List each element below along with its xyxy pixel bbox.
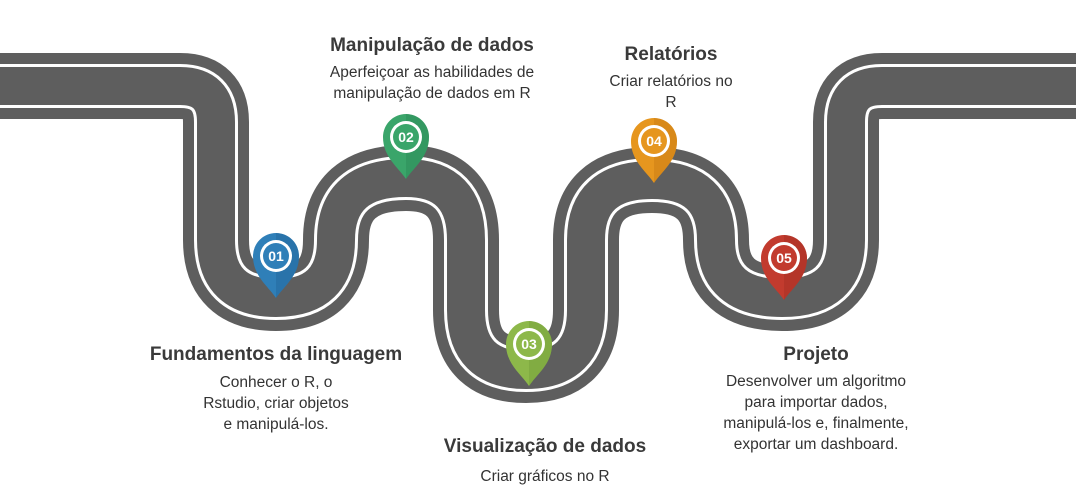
milestone-description: Aperfeiçoar as habilidades de manipulaçã… bbox=[272, 62, 592, 104]
description-line: R bbox=[665, 94, 677, 111]
milestone-number: 04 bbox=[646, 133, 662, 149]
description-line: Rstudio, criar objetos bbox=[203, 395, 349, 412]
milestone-description: Conhecer o R, o Rstudio, criar objetos e… bbox=[118, 372, 434, 435]
milestone-title: Visualização de dados bbox=[443, 436, 647, 457]
description-line: Criar gráficos no R bbox=[480, 468, 610, 485]
milestone-pin-02: 02 bbox=[383, 114, 429, 179]
description-line: Conhecer o R, o bbox=[219, 374, 333, 391]
milestone-label-03: Visualização de dados Criar gráficos no … bbox=[395, 436, 695, 487]
milestone-label-04: Relatórios Criar relatórios no R bbox=[560, 44, 782, 113]
description-line: manipulá-los e, finalmente, bbox=[723, 415, 909, 432]
milestone-label-02: Manipulação de dados Aperfeiçoar as habi… bbox=[272, 35, 592, 104]
milestone-description: Desenvolver um algoritmo para importar d… bbox=[676, 371, 956, 455]
milestone-title: Fundamentos da linguagem bbox=[149, 344, 403, 365]
milestone-description: Criar gráficos no R bbox=[395, 466, 695, 487]
milestone-pin-03: 03 bbox=[506, 321, 552, 386]
description-line: para importar dados, bbox=[744, 394, 888, 411]
milestone-label-05: Projeto Desenvolver um algoritmo para im… bbox=[676, 344, 956, 455]
milestone-pin-04: 04 bbox=[631, 118, 677, 183]
milestone-pin-01: 01 bbox=[253, 233, 299, 298]
description-line: exportar um dashboard. bbox=[733, 436, 899, 453]
milestone-title: Manipulação de dados bbox=[330, 35, 534, 56]
milestone-number: 01 bbox=[268, 248, 284, 264]
milestone-number: 05 bbox=[776, 250, 792, 266]
milestone-number: 03 bbox=[521, 336, 537, 352]
description-line: Criar relatórios no bbox=[609, 73, 733, 90]
milestone-label-01: Fundamentos da linguagem Conhecer o R, o… bbox=[118, 344, 434, 435]
milestone-description: Criar relatórios no R bbox=[560, 71, 782, 113]
description-line: manipulação de dados em R bbox=[333, 85, 531, 102]
description-line: Aperfeiçoar as habilidades de bbox=[329, 64, 535, 81]
description-line: Desenvolver um algoritmo bbox=[725, 373, 907, 390]
milestone-pin-05: 05 bbox=[761, 235, 807, 300]
milestone-number: 02 bbox=[398, 129, 414, 145]
description-line: e manipulá-los. bbox=[223, 416, 329, 433]
milestone-title: Relatórios bbox=[624, 44, 718, 65]
milestone-title: Projeto bbox=[783, 344, 849, 365]
